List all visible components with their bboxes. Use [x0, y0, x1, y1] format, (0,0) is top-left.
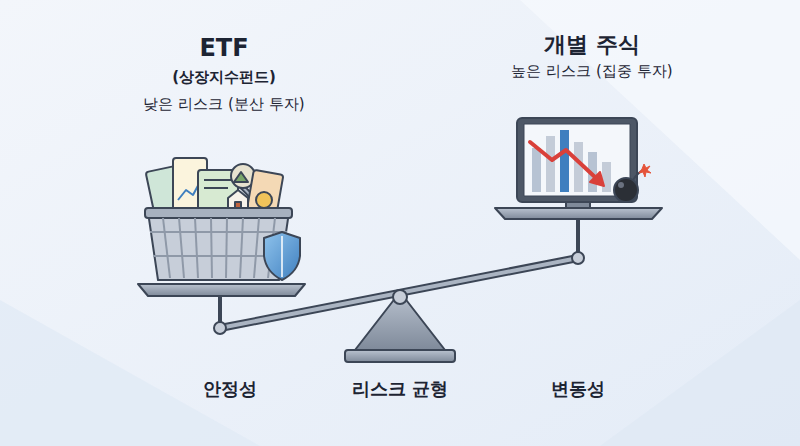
bg-shape	[600, 300, 800, 446]
side-subheading: (상장지수펀드)	[172, 68, 276, 86]
etf-basket	[145, 158, 300, 280]
basket-slat	[211, 218, 212, 278]
risk-note: 높은 리스크 (집중 투자)	[511, 62, 672, 80]
basket-slat	[254, 218, 259, 278]
axis-label: 변동성	[551, 378, 605, 400]
basket-slat	[179, 218, 184, 278]
basket-slat	[226, 218, 227, 278]
axis-label: 안정성	[203, 378, 257, 400]
bg-shape	[0, 300, 260, 446]
axis-label: 리스크 균형	[352, 378, 448, 400]
stock-laptop	[517, 118, 651, 208]
side-heading: 개별 주식	[544, 32, 640, 58]
basket-slat	[195, 218, 198, 278]
basket-slat	[163, 218, 170, 278]
bg-shape	[520, 0, 800, 260]
scale	[138, 208, 662, 362]
risk-note: 낮은 리스크 (분산 투자)	[143, 95, 304, 113]
basket-slat	[240, 218, 243, 278]
side-heading: ETF	[199, 34, 248, 63]
